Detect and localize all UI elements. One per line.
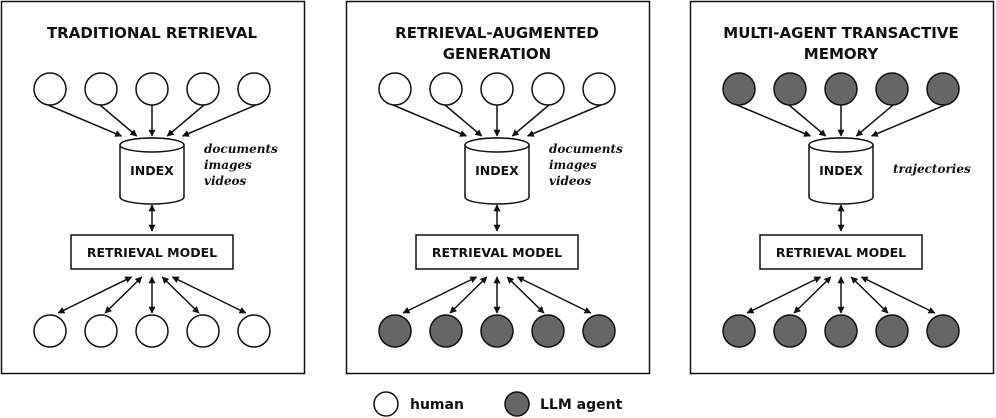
arrow-to-index bbox=[855, 104, 894, 137]
arrow-to-index bbox=[511, 104, 550, 137]
human-node bbox=[480, 72, 514, 106]
model-node-arrow bbox=[793, 276, 832, 314]
legend-human-swatch bbox=[373, 391, 399, 417]
panel-2: RETRIEVAL-AUGMENTED GENERATION INDEX docume… bbox=[345, 0, 651, 375]
index-cylinder bbox=[808, 137, 874, 205]
human-node bbox=[33, 314, 67, 348]
model-node-arrow bbox=[57, 276, 133, 314]
panel-frame bbox=[0, 0, 306, 375]
agent-node bbox=[480, 314, 514, 348]
model-node-arrow bbox=[746, 276, 822, 314]
retrieval-model-box bbox=[70, 234, 234, 270]
model-node-arrow bbox=[850, 276, 889, 314]
human-node bbox=[135, 72, 169, 106]
panel-1: TRADITIONAL RETRIEVAL INDEX documents image… bbox=[0, 0, 306, 375]
model-node-arrow bbox=[449, 276, 488, 314]
arrow-to-index bbox=[788, 104, 827, 137]
note-images: images bbox=[549, 158, 597, 172]
human-node bbox=[135, 314, 169, 348]
retrieval-model-label: RETRIEVAL MODEL bbox=[87, 245, 217, 260]
panel-title: TRADITIONAL RETRIEVAL bbox=[47, 24, 258, 42]
agent-node bbox=[773, 314, 807, 348]
note-images: images bbox=[204, 158, 252, 172]
retrieval-model-box bbox=[759, 234, 923, 270]
note-videos: videos bbox=[549, 174, 592, 188]
retrieval-model-box bbox=[415, 234, 579, 270]
panel-title: RETRIEVAL-AUGMENTED bbox=[395, 24, 599, 42]
human-node bbox=[33, 72, 67, 106]
model-node-arrow bbox=[506, 276, 545, 314]
panel-title: GENERATION bbox=[443, 45, 551, 63]
agent-node bbox=[531, 314, 565, 348]
retrieval-model-label: RETRIEVAL MODEL bbox=[776, 245, 906, 260]
legend-human-label: human bbox=[410, 397, 464, 413]
human-node bbox=[186, 314, 220, 348]
note-documents: documents bbox=[204, 142, 278, 156]
agent-node bbox=[722, 72, 756, 106]
index-cylinder bbox=[119, 137, 185, 205]
note-trajectories: trajectories bbox=[893, 162, 971, 176]
panels: TRADITIONAL RETRIEVAL INDEX documents image… bbox=[0, 0, 995, 375]
arrow-to-index bbox=[526, 104, 602, 137]
panel-title: MULTI-AGENT TRANSACTIVE bbox=[723, 24, 958, 42]
panel-3: MULTI-AGENT TRANSACTIVE MEMORY INDEX trajec… bbox=[689, 0, 995, 375]
index-label: INDEX bbox=[130, 163, 174, 178]
panel-frame bbox=[345, 0, 651, 375]
model-node-arrow bbox=[402, 276, 478, 314]
model-node-arrow bbox=[104, 276, 143, 314]
model-node-arrow bbox=[516, 276, 592, 314]
index-label: INDEX bbox=[819, 163, 863, 178]
agent-node bbox=[824, 314, 858, 348]
arrow-to-index bbox=[166, 104, 205, 137]
index-cylinder bbox=[464, 137, 530, 205]
arrow-to-index bbox=[392, 104, 468, 137]
model-node-arrow bbox=[860, 276, 936, 314]
arrow-to-index bbox=[736, 104, 812, 137]
arrow-to-index bbox=[99, 104, 138, 137]
legend: human LLM agent bbox=[373, 391, 623, 417]
human-node bbox=[429, 72, 463, 106]
human-node bbox=[237, 72, 271, 106]
note-documents: documents bbox=[549, 142, 623, 156]
agent-node bbox=[875, 72, 909, 106]
agent-node bbox=[429, 314, 463, 348]
human-node bbox=[237, 314, 271, 348]
legend-agent-swatch bbox=[504, 391, 530, 417]
arrow-to-index bbox=[181, 104, 257, 137]
legend-agent-label: LLM agent bbox=[540, 397, 623, 413]
agent-node bbox=[378, 314, 412, 348]
human-node bbox=[378, 72, 412, 106]
agent-node bbox=[926, 72, 960, 106]
retrieval-model-label: RETRIEVAL MODEL bbox=[432, 245, 562, 260]
arrow-to-index bbox=[870, 104, 946, 137]
agent-node bbox=[722, 314, 756, 348]
human-node bbox=[186, 72, 220, 106]
panel-title: MEMORY bbox=[804, 45, 880, 63]
panel-frame bbox=[689, 0, 995, 375]
note-videos: videos bbox=[204, 174, 247, 188]
human-node bbox=[582, 72, 616, 106]
human-node bbox=[84, 314, 118, 348]
agent-node bbox=[582, 314, 616, 348]
human-node bbox=[84, 72, 118, 106]
model-node-arrow bbox=[171, 276, 247, 314]
human-node bbox=[531, 72, 565, 106]
agent-node bbox=[926, 314, 960, 348]
arrow-to-index bbox=[47, 104, 123, 137]
agent-node bbox=[824, 72, 858, 106]
arrow-to-index bbox=[444, 104, 483, 137]
agent-node bbox=[875, 314, 909, 348]
agent-node bbox=[773, 72, 807, 106]
index-label: INDEX bbox=[475, 163, 519, 178]
model-node-arrow bbox=[161, 276, 200, 314]
